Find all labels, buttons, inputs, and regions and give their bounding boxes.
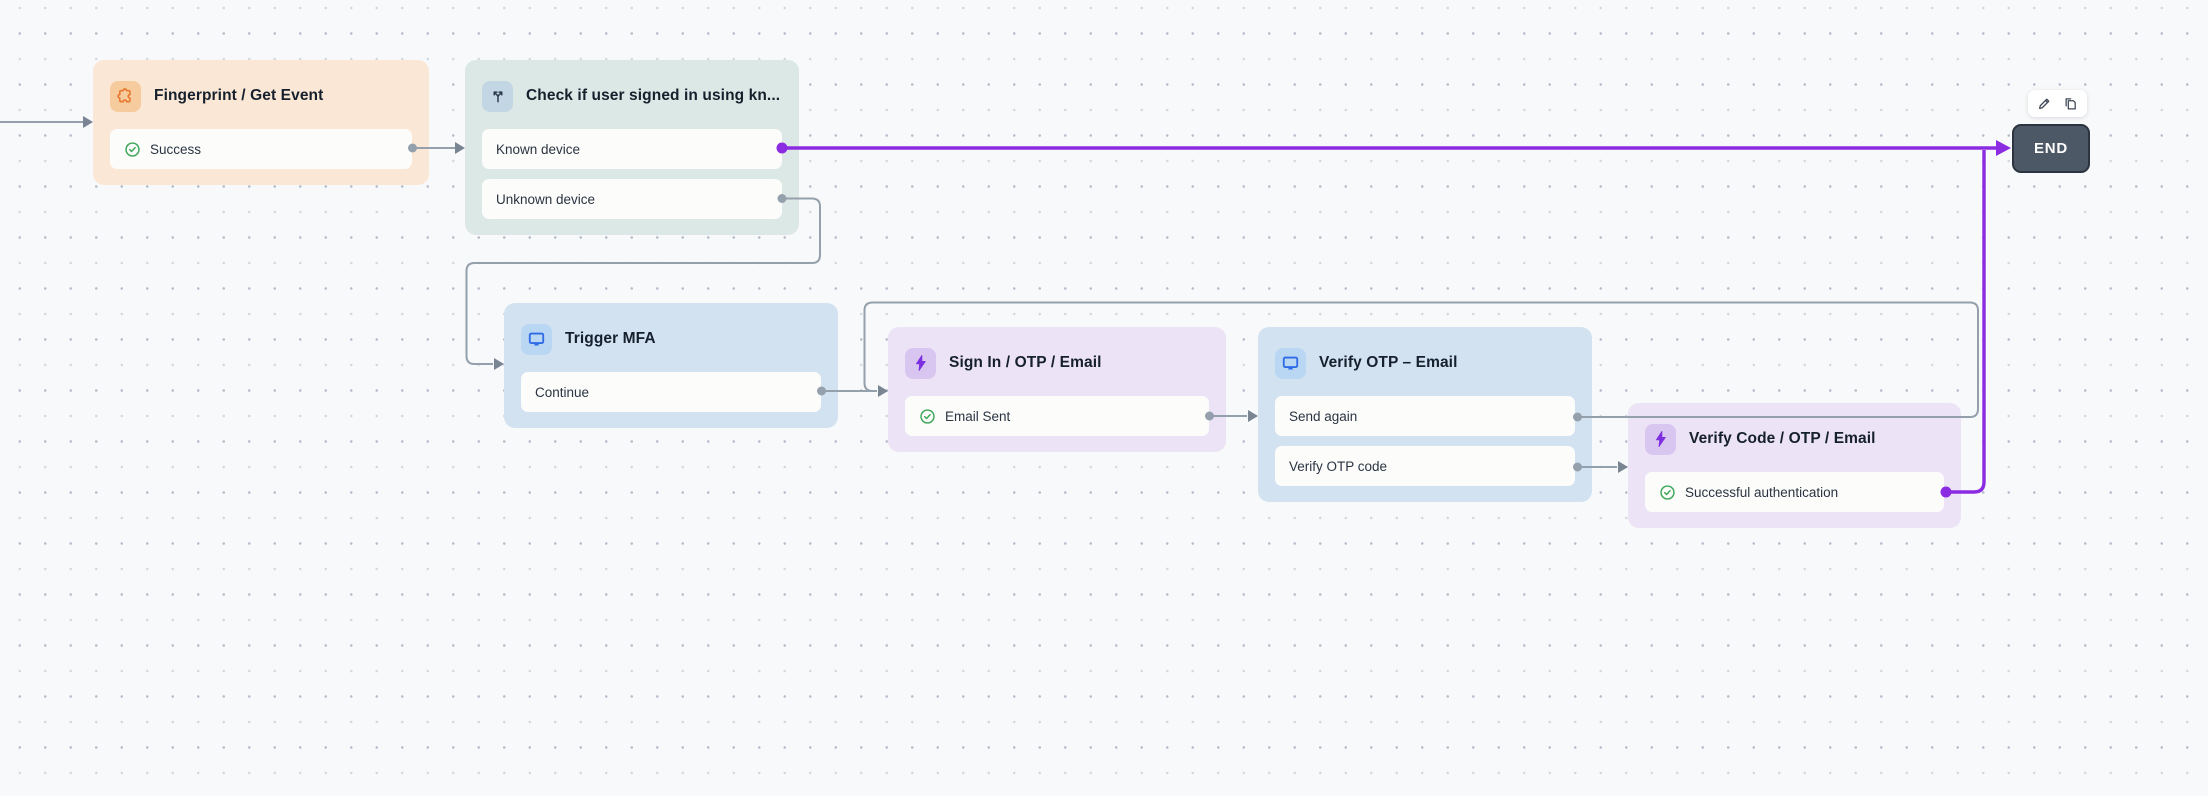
check-circle-icon xyxy=(124,141,141,158)
connector-dot-unknown-device[interactable] xyxy=(777,194,787,203)
arrowhead-check xyxy=(455,142,465,154)
arrowhead-verify-otp xyxy=(1248,410,1258,422)
node-header: Fingerprint / Get Event xyxy=(110,77,412,115)
connector-dot-verify-otp-code[interactable] xyxy=(1573,462,1582,472)
node-verify-code-otp-email[interactable]: Verify Code / OTP / Email Successful aut… xyxy=(1628,403,1961,528)
node-title: Fingerprint / Get Event xyxy=(154,87,324,104)
check-circle-icon xyxy=(1659,484,1676,501)
screen-icon xyxy=(1275,347,1306,379)
node-title: Trigger MFA xyxy=(565,330,656,347)
bolt-icon xyxy=(905,347,936,379)
row-label: Verify OTP code xyxy=(1289,458,1388,474)
edge-successful-auth-to-end[interactable] xyxy=(1946,150,1986,494)
node-header: Verify OTP – Email xyxy=(1275,344,1575,382)
connector-dot-successful-auth[interactable] xyxy=(1940,486,1952,498)
output-row-unknown-device[interactable]: Unknown device xyxy=(482,179,782,219)
node-mini-toolbar xyxy=(2028,90,2087,117)
connector-dot-email-sent[interactable] xyxy=(1205,411,1214,421)
node-header: Check if user signed in using kn... xyxy=(482,77,782,115)
check-circle-icon xyxy=(919,408,936,425)
output-row-success[interactable]: Success xyxy=(110,129,412,169)
arrowhead-sign-in xyxy=(878,385,888,397)
arrowhead-verify-code xyxy=(1618,461,1628,473)
output-row-known-device[interactable]: Known device xyxy=(482,129,782,169)
arrowhead-entry xyxy=(83,116,93,128)
output-row-successful-authentication[interactable]: Successful authentication xyxy=(1645,472,1944,512)
connector-dot-known-device[interactable] xyxy=(776,142,788,154)
node-check-known-device[interactable]: Check if user signed in using kn... Know… xyxy=(465,60,799,235)
row-label: Successful authentication xyxy=(1685,484,1839,500)
output-row-email-sent[interactable]: Email Sent xyxy=(905,396,1209,436)
row-label: Email Sent xyxy=(945,408,1011,424)
screen-icon xyxy=(521,323,552,355)
node-header: Trigger MFA xyxy=(521,320,821,358)
node-verify-otp-email[interactable]: Verify OTP – Email Send again Verify OTP… xyxy=(1258,327,1592,502)
row-label: Unknown device xyxy=(496,191,596,207)
row-label: Known device xyxy=(496,141,581,157)
fingerprint-icon xyxy=(110,80,141,112)
copy-icon[interactable] xyxy=(2063,96,2078,111)
branch-split-icon xyxy=(482,80,513,112)
bolt-icon xyxy=(1645,423,1676,455)
node-title: Verify Code / OTP / Email xyxy=(1689,430,1876,447)
node-title: Check if user signed in using kn... xyxy=(526,87,781,104)
node-title: Sign In / OTP / Email xyxy=(949,354,1102,371)
output-row-continue[interactable]: Continue xyxy=(521,372,821,412)
end-node[interactable]: END xyxy=(2012,124,2090,173)
connector-dot-send-again[interactable] xyxy=(1573,412,1582,422)
row-label: Continue xyxy=(535,384,590,400)
row-label: Send again xyxy=(1289,408,1358,424)
output-row-verify-otp-code[interactable]: Verify OTP code xyxy=(1275,446,1575,486)
arrowhead-end xyxy=(1996,140,2011,156)
node-fingerprint-get-event[interactable]: Fingerprint / Get Event Success xyxy=(93,60,429,185)
connector-dot-success[interactable] xyxy=(408,143,417,153)
pencil-icon[interactable] xyxy=(2037,96,2052,111)
node-header: Sign In / OTP / Email xyxy=(905,344,1209,382)
node-title: Verify OTP – Email xyxy=(1319,354,1458,371)
edge-send-again-to-sign-in[interactable] xyxy=(863,301,1979,418)
end-node-label: END xyxy=(2033,140,2069,157)
connector-dot-continue[interactable] xyxy=(817,386,826,396)
node-header: Verify Code / OTP / Email xyxy=(1645,420,1944,458)
output-row-send-again[interactable]: Send again xyxy=(1275,396,1575,436)
arrowhead-trigger-mfa xyxy=(494,358,504,370)
node-sign-in-otp-email[interactable]: Sign In / OTP / Email Email Sent xyxy=(888,327,1226,452)
row-label: Success xyxy=(150,141,202,157)
node-trigger-mfa[interactable]: Trigger MFA Continue xyxy=(504,303,838,428)
edge-unknown-device-to-trigger-mfa[interactable] xyxy=(465,197,821,365)
